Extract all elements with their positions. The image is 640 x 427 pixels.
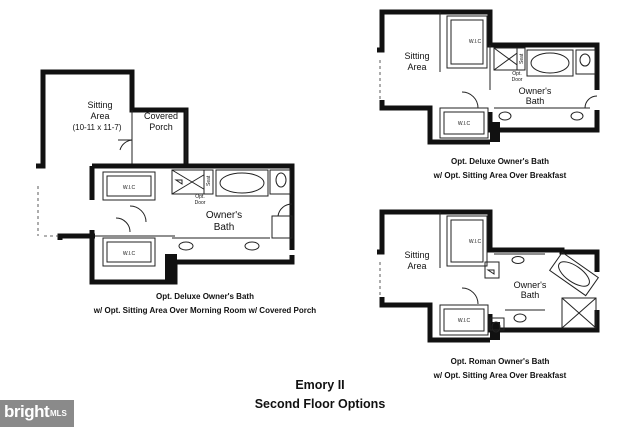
porch-door-swing [119,139,133,151]
tr-bathtub [526,49,574,77]
tr-toilet [579,53,591,67]
tr-owners-bath-label: Owner's [519,86,552,96]
sink-right [244,241,260,251]
br-wic-upper [446,215,488,267]
svg-text:Area: Area [407,62,426,72]
svg-text:Bath: Bath [526,96,545,106]
svg-text:Bath: Bath [521,290,540,300]
tr-opt-door-label: Opt. [512,71,521,77]
br-toilet [491,321,501,333]
br-shower [561,297,597,329]
svg-text:Area: Area [90,111,109,121]
caption-left: Opt. Deluxe Owner's Bath w/ Opt. Sitting… [93,292,317,315]
br-owners-bath-label: Owner's [514,280,547,290]
tr-seat-label: Seat [519,53,525,64]
tr-wic-upper [446,15,488,69]
watermark-brand: bright [4,402,50,421]
br-bathtub [548,251,600,297]
stair-block [165,254,177,282]
br-sitting-area-label: Sitting [404,250,429,260]
br-door-swing [461,287,479,305]
caption-top-right: Opt. Deluxe Owner's Bath w/ Opt. Sitting… [433,157,567,180]
br-wic-lower [439,304,489,336]
svg-text:Bath: Bath [214,222,235,233]
bright-mls-watermark: bright MLS [0,400,74,427]
sink-left [178,241,194,251]
br-sink-lower [513,313,527,323]
tr-wic-upper-label: W.I.C [469,39,482,45]
plan-top-right: Sitting Area W.I.C W.I.C Seat Opt. Door … [377,9,600,145]
sitting-area-label: Sitting [87,100,112,110]
seat-label: Seat [206,175,212,186]
plan-title: Emory II [295,378,345,392]
wic-upper-label: W.I.C [123,185,136,191]
caption-bottom-right: Opt. Roman Owner's Bath w/ Opt. Sitting … [433,357,567,380]
toilet [275,172,287,188]
br-wic-lower-label: W.I.C [458,318,471,324]
plan-left: Sitting Area (10-11 x 11-7) Covered Porc… [36,69,295,285]
watermark-suffix: MLS [50,409,67,418]
plan-subtitle: Second Floor Options [254,397,386,411]
svg-text:Door: Door [512,77,523,83]
wic-upper-room [102,171,156,201]
tr-wic-lower-label: W.I.C [458,121,471,127]
br-wic-upper-label: W.I.C [469,239,482,245]
svg-text:Area: Area [407,261,426,271]
wic-lower-label: W.I.C [123,251,136,257]
tr-wic-lower [439,107,489,139]
plan-bottom-right: Sitting Area W.I.C W.I.C Owner's Bath [377,209,600,343]
opt-door-label: Opt. [195,194,204,200]
bathtub [215,169,269,197]
sitting-area-dims: (10-11 x 11-7) [72,123,121,132]
wic-lower-room [102,237,156,267]
porch-label: Covered [144,111,178,121]
br-sink-upper [511,256,525,264]
owners-bath-label: Owner's [206,210,242,221]
top-right-walls [377,9,600,145]
svg-text:Door: Door [195,200,206,206]
tr-sitting-area-label: Sitting [404,51,429,61]
wic-door-swing [129,205,147,223]
tr-door-swing [461,91,479,109]
svg-text:Porch: Porch [149,122,173,132]
